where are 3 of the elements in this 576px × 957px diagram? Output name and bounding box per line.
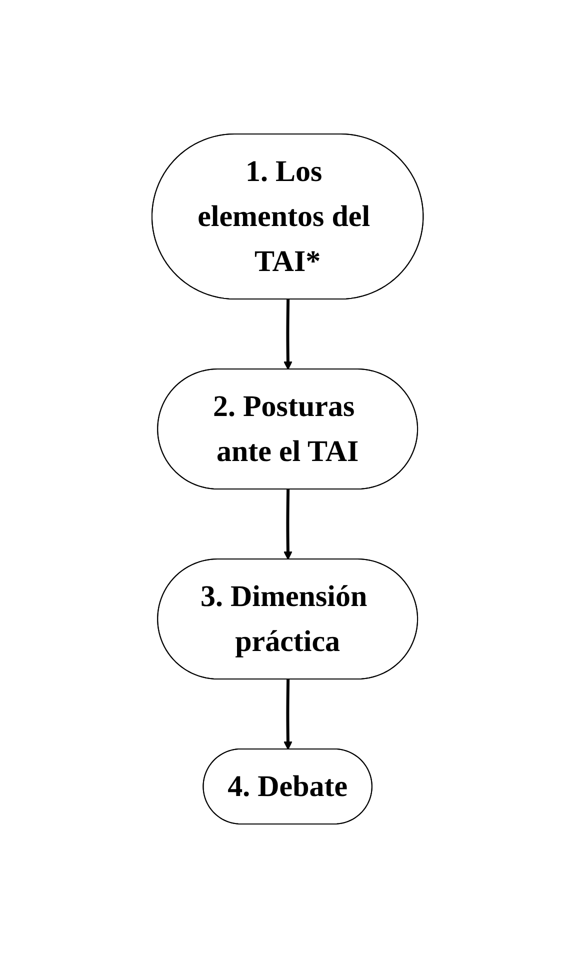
arrow <box>284 488 293 560</box>
arrow <box>284 298 293 370</box>
arrow <box>284 678 293 750</box>
